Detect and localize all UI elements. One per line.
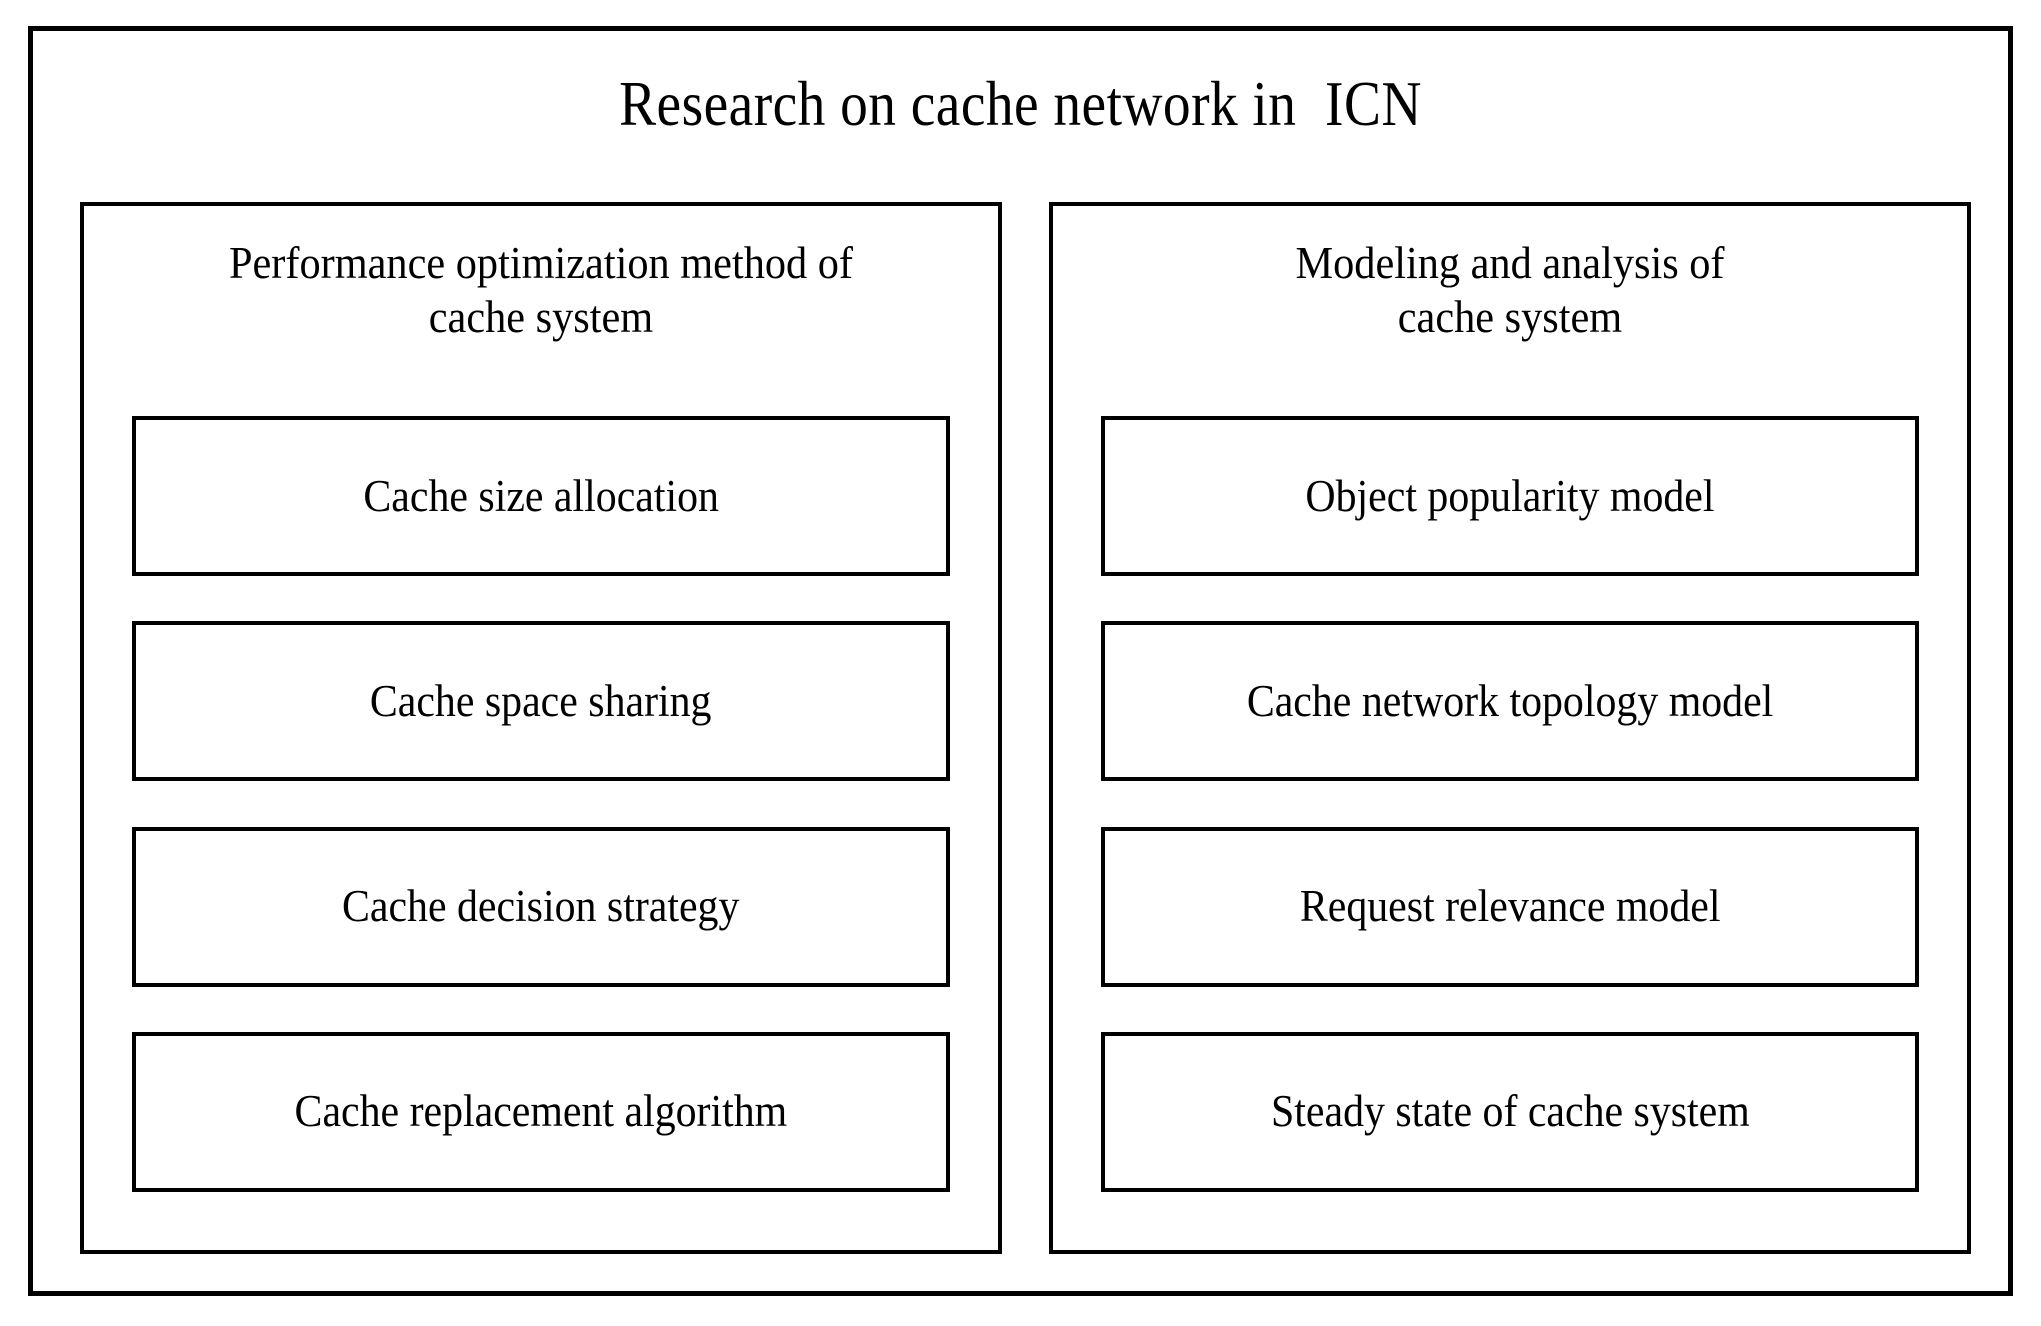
item-list-modeling-analysis: Object popularity model Cache network to… — [1101, 416, 1919, 1192]
item-label: Cache size allocation — [363, 470, 719, 521]
item-list-performance-optimization: Cache size allocation Cache space sharin… — [132, 416, 950, 1192]
item-label: Cache space sharing — [370, 675, 712, 726]
panel-header-line-1: Modeling and analysis of — [1295, 237, 1725, 288]
item-label: Cache decision strategy — [342, 881, 740, 932]
item-box-request-relevance-model[interactable]: Request relevance model — [1101, 826, 1919, 987]
panel-header-line-2: cache system — [1397, 291, 1623, 343]
panel-performance-optimization: Performance optimization method of cache… — [80, 202, 1002, 1254]
item-box-cache-network-topology-model[interactable]: Cache network topology model — [1101, 621, 1919, 782]
item-label: Cache replacement algorithm — [294, 1086, 788, 1137]
item-box-cache-size-allocation[interactable]: Cache size allocation — [132, 416, 950, 576]
panel-header-line-1: Performance optimization method of — [228, 237, 854, 288]
panel-modeling-analysis: Modeling and analysis of cache system Ob… — [1049, 202, 1971, 1254]
item-box-steady-state-of-cache-system[interactable]: Steady state of cache system — [1101, 1031, 1919, 1192]
diagram-outer-frame: Research on cache network in ICN Perform… — [28, 26, 2013, 1296]
item-label: Cache network topology model — [1246, 675, 1774, 726]
diagram-title: Research on cache network in ICN — [619, 69, 1422, 139]
item-box-cache-space-sharing[interactable]: Cache space sharing — [132, 621, 950, 782]
panel-header-modeling-analysis: Modeling and analysis of cache system — [1090, 236, 1931, 345]
item-box-cache-replacement-algorithm[interactable]: Cache replacement algorithm — [132, 1031, 950, 1192]
diagram-columns: Performance optimization method of cache… — [80, 202, 1971, 1254]
item-label: Steady state of cache system — [1270, 1086, 1750, 1137]
item-label: Object popularity model — [1305, 470, 1715, 521]
panel-header-line-2: cache system — [428, 291, 654, 343]
item-label: Request relevance model — [1299, 881, 1721, 932]
item-box-cache-decision-strategy[interactable]: Cache decision strategy — [132, 826, 950, 987]
panel-header-performance-optimization: Performance optimization method of cache… — [121, 236, 962, 345]
item-box-object-popularity-model[interactable]: Object popularity model — [1101, 416, 1919, 576]
